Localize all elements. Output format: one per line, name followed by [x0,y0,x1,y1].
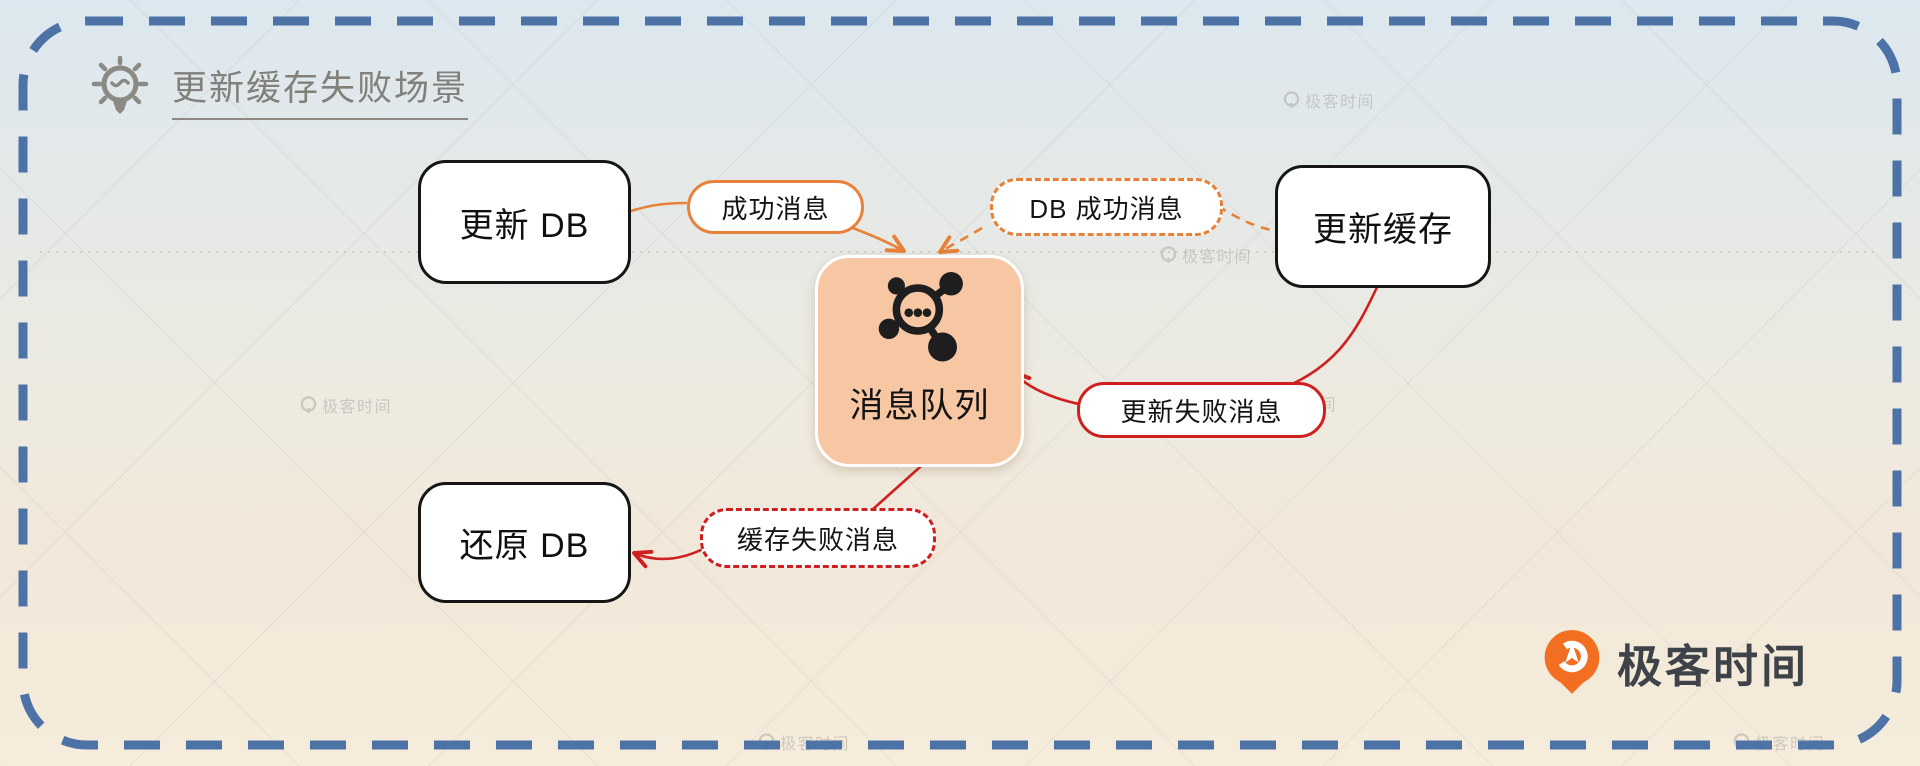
watermark-text: 极客时间 [1182,249,1253,266]
node-update-db: 更新 DB [418,160,631,284]
message-pill-db-success: DB 成功消息 [990,178,1223,236]
outer-dashed-frame [18,16,1902,750]
geektime-logo: 极客时间 [1541,628,1809,696]
watermark: 极客时间 [1160,243,1252,267]
watermark-text: 极客时间 [322,399,393,416]
geektime-logo-text: 极客时间 [1617,640,1810,692]
bulb-base [113,101,127,114]
message-pill-success: 成功消息 [687,180,864,234]
message-pill-update-fail: 更新失败消息 [1077,382,1326,438]
edge-queue-to-cachefail-line [871,458,930,511]
node-update-cache: 更新缓存 [1275,165,1491,288]
watermark-text: 极客时间 [1305,94,1376,111]
geektime-logo-icon [1544,630,1600,694]
geektime-watermark-icon [1160,245,1177,263]
message-queue-hub-icon [878,271,963,362]
edge-updatedb-to-success-line [624,201,688,215]
page-title: 更新缓存失败场景 [172,60,469,120]
geektime-watermark-icon [300,395,317,413]
node-restore-db: 还原 DB [418,482,631,603]
lightbulb-idea-icon [91,55,149,114]
edge-dbsuccess-to-queue-arrow [938,226,983,254]
watermark: 极客时间 [300,393,392,417]
edge-dbsuccess-to-updatecache-line [1217,204,1277,233]
geektime-watermark-icon [1283,90,1300,108]
edge-cachefail-to-restoredb-arrow [632,547,704,569]
message-pill-cache-fail: 缓存失败消息 [700,508,936,568]
watermark: 极客时间 [1283,88,1375,112]
node-message-queue: 消息队列 [815,255,1024,467]
node-message-queue-label: 消息队列 [849,387,990,425]
